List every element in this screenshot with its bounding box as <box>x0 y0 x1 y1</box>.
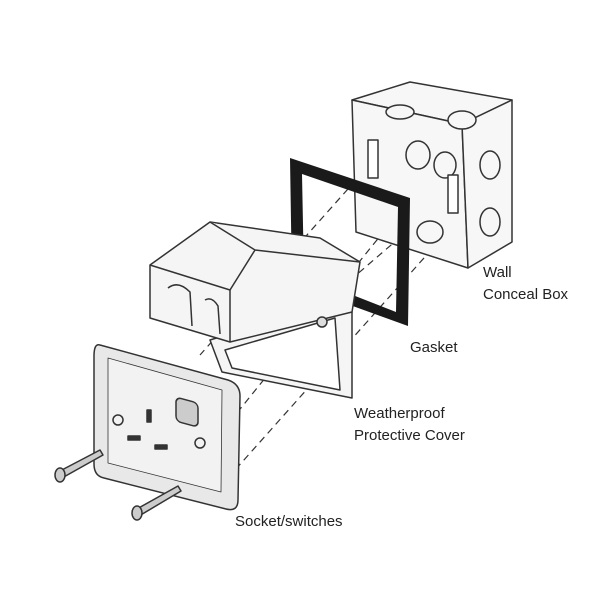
label-gasket: Gasket <box>410 339 458 356</box>
label-conceal-box: Conceal Box <box>483 286 569 303</box>
weatherproof-cover <box>149 221 361 399</box>
label-wall: Wall <box>483 264 512 281</box>
socket-plate <box>93 343 241 511</box>
label-wall-conceal-box: Wall Conceal Box <box>483 262 568 306</box>
label-cover: Weatherproof Protective Cover <box>354 403 465 447</box>
label-protective-cover: Protective Cover <box>354 427 465 444</box>
wall-conceal-box <box>351 81 513 269</box>
label-socket-switches: Socket/switches <box>235 513 343 530</box>
label-weatherproof: Weatherproof <box>354 405 445 422</box>
screws <box>54 449 182 521</box>
